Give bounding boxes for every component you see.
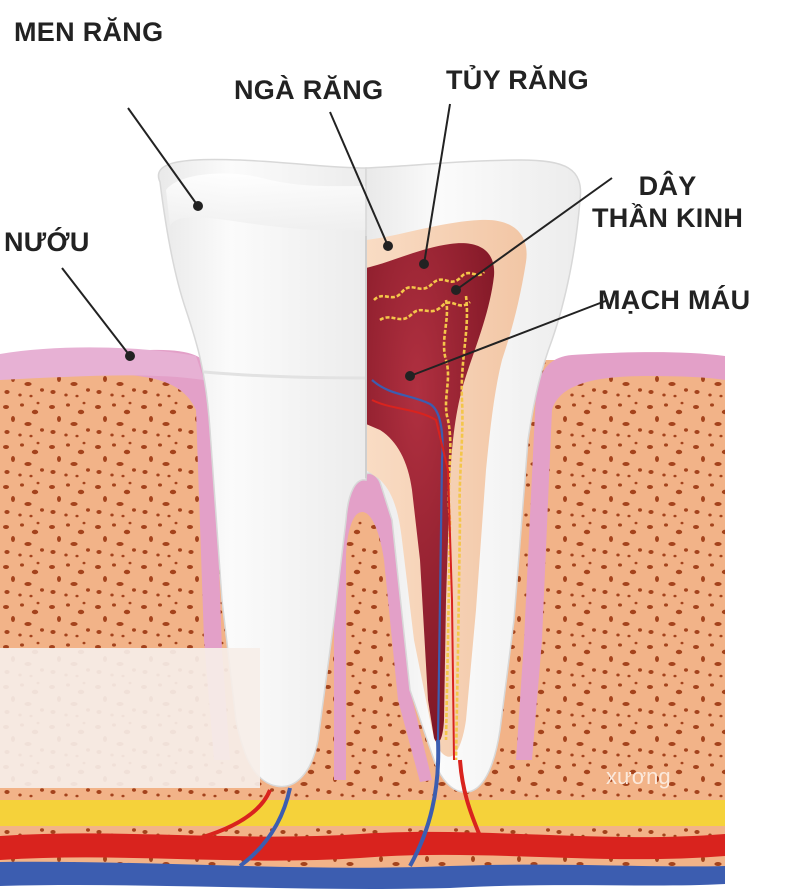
- enamel-crown-highlight: [166, 173, 366, 231]
- main-vein: [0, 861, 725, 889]
- gum-tissue-top-left: [0, 347, 204, 380]
- nerve-dot: [451, 285, 461, 295]
- enamel-dot: [193, 201, 203, 211]
- root-vein-branch: [238, 739, 441, 868]
- gum-leader: [61, 267, 131, 357]
- dentin-leader: [329, 111, 389, 247]
- nerve-label-line2: THẦN KINH: [592, 203, 744, 233]
- bone-label: xương: [606, 764, 671, 789]
- tooth-enamel-left: [157, 158, 367, 788]
- dentin-dot: [383, 241, 393, 251]
- root-artery-branch: [199, 759, 482, 840]
- gum-between-roots: [334, 472, 432, 782]
- leader-lines: [61, 103, 613, 381]
- pulp-label: TỦY RĂNG: [446, 65, 589, 95]
- nerve-leader: [455, 177, 613, 291]
- yellow-fat-layer: [0, 800, 725, 826]
- faded-overlay: [0, 648, 260, 788]
- gum-label: NƯỚU: [4, 227, 90, 257]
- vessel-leader: [409, 299, 609, 377]
- nerve-label-line1: DÂY: [638, 171, 697, 201]
- pulp-leader: [423, 103, 451, 265]
- main-artery: [0, 831, 725, 861]
- dentin-label: NGÀ RĂNG: [234, 75, 384, 105]
- enamel-label: MEN RĂNG: [14, 17, 164, 47]
- nerve-fibers: [373, 271, 486, 761]
- gum-dot: [125, 351, 135, 361]
- cement-line: [203, 370, 367, 380]
- pulp-artery: [371, 399, 455, 761]
- enamel-leader: [127, 107, 199, 207]
- pulp-blood-vessel: [371, 379, 444, 741]
- vessel-dot: [405, 371, 415, 381]
- nerve-label: DÂY THẦN KINH: [592, 170, 743, 234]
- blood-vessel-label: MẠCH MÁU: [598, 285, 751, 315]
- pulp-dot: [419, 259, 429, 269]
